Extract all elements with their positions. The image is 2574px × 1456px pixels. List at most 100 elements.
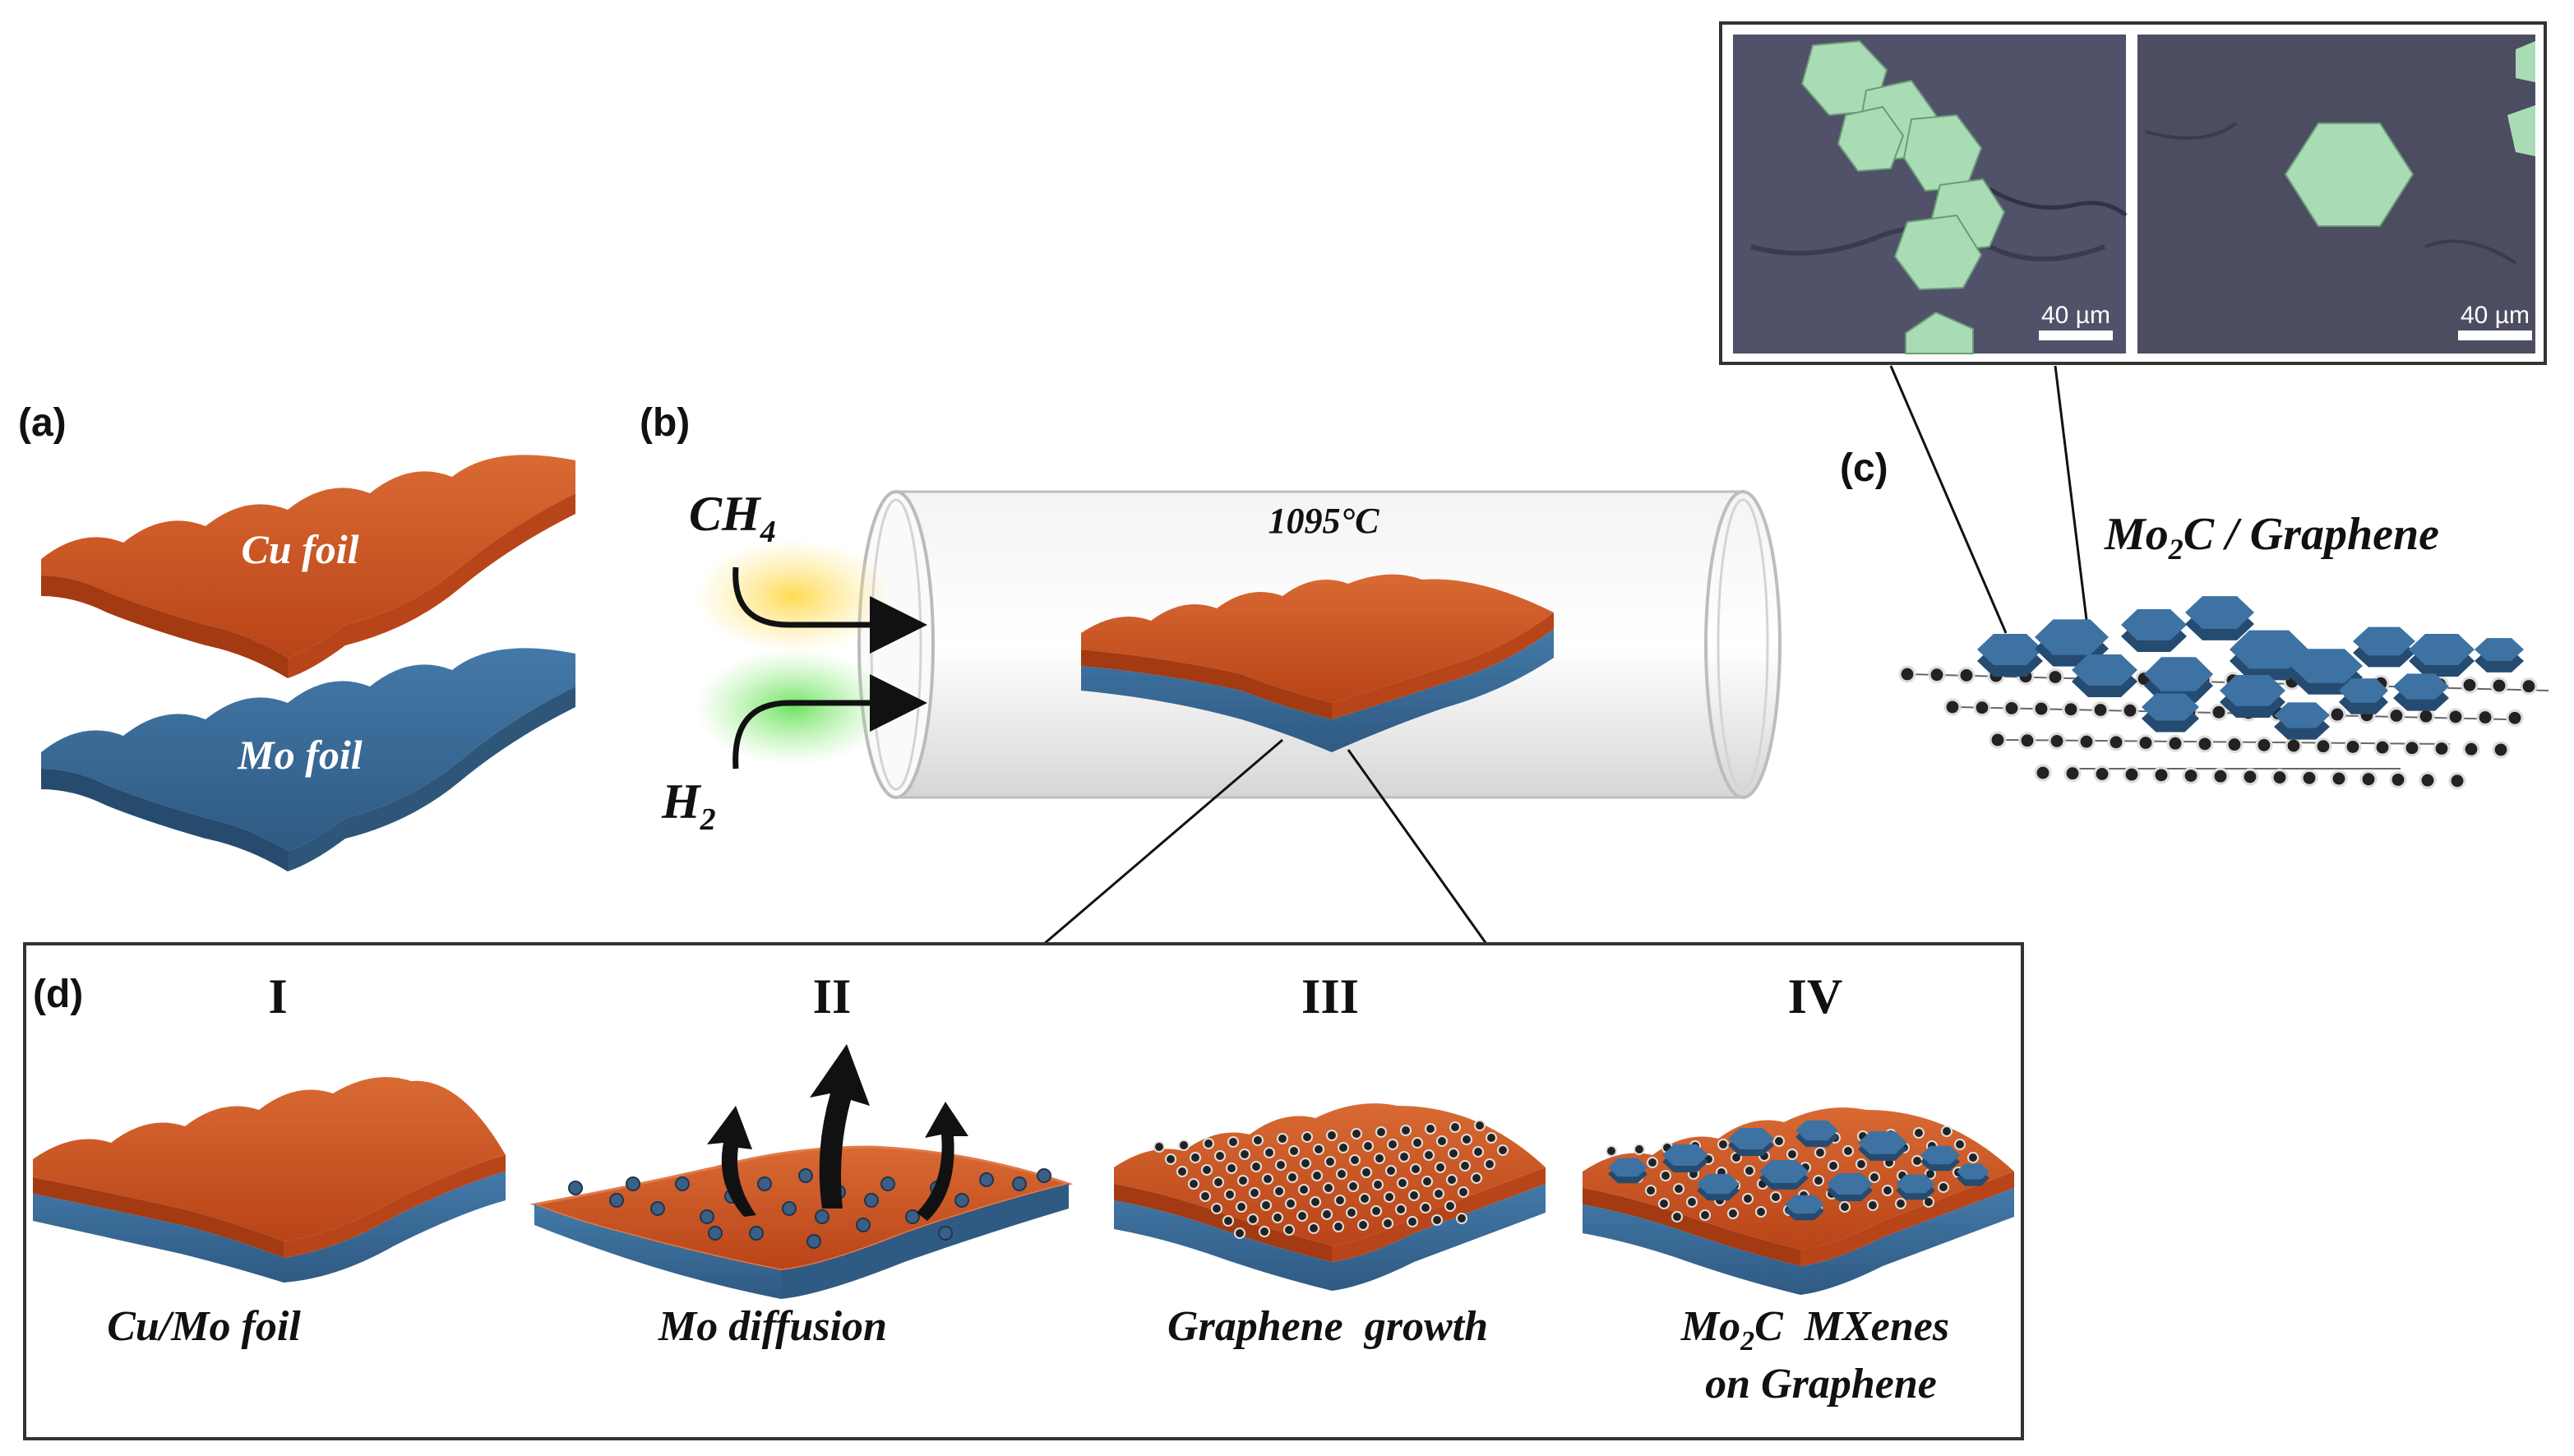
carbon-atom — [1447, 1147, 1460, 1160]
mo2c-flake — [1827, 1173, 1873, 1195]
mo2c-flake — [2339, 678, 2388, 703]
mo-atom — [864, 1193, 879, 1208]
ch4-arrow-icon — [732, 566, 927, 654]
carbon-atom — [2447, 708, 2465, 726]
carbon-atom — [1233, 1227, 1246, 1240]
carbon-atom — [2166, 734, 2184, 752]
carbon-atom — [1335, 1167, 1348, 1181]
carbon-atom — [2490, 677, 2508, 695]
carbon-atom — [1332, 1220, 1345, 1233]
carbon-atom — [1460, 1133, 1473, 1146]
mo-atom — [749, 1226, 764, 1241]
carbon-atom — [1827, 1159, 1840, 1172]
carbon-atom — [1325, 1129, 1338, 1142]
carbon-atom — [1235, 1200, 1248, 1213]
carbon-atom — [2152, 766, 2170, 784]
carbon-atom — [1855, 1158, 1868, 1171]
mo2c-flake — [2230, 630, 2308, 669]
carbon-atom — [1164, 1153, 1177, 1166]
mo-atom — [1012, 1176, 1027, 1191]
carbon-atom — [1246, 1213, 1259, 1226]
carbon-atom — [1383, 1190, 1396, 1204]
carbon-atom — [1286, 1171, 1299, 1184]
carbon-atom — [1310, 1169, 1324, 1182]
carbon-atom — [2077, 733, 2096, 751]
carbon-atom — [1698, 1209, 1712, 1222]
carbon-atom — [1421, 1175, 1434, 1188]
carbon-atom — [1842, 1144, 1855, 1158]
carbon-atom — [1386, 1138, 1399, 1151]
carbon-atom — [1657, 1197, 1671, 1210]
carbon-atom — [2389, 770, 2407, 788]
carbon-atom — [1432, 1187, 1445, 1200]
carbon-atom — [1430, 1213, 1444, 1227]
scale-bar-right — [2458, 330, 2532, 340]
carbon-atom — [1396, 1176, 1409, 1190]
mo-atoms — [568, 1168, 1051, 1249]
carbon-atom — [1455, 1212, 1468, 1225]
mo2c-flake — [2290, 649, 2363, 683]
carbon-atom — [1928, 666, 1946, 684]
carbon-atom — [2419, 771, 2437, 789]
mo2c-flake — [2185, 596, 2254, 629]
carbon-atom — [2461, 676, 2479, 694]
carbon-atom — [1177, 1139, 1190, 1152]
ch4-label: CH4 — [689, 487, 776, 549]
carbon-atom — [1911, 1154, 1924, 1167]
step-4-foil — [1583, 1107, 2014, 1295]
carbon-atom — [1449, 1121, 1462, 1134]
carbon-atom — [2492, 741, 2510, 759]
carbon-atom — [1296, 1209, 1309, 1223]
carbon-atom — [1406, 1215, 1419, 1228]
panel-b: (b) 1095°C CH4 H2 — [640, 401, 1781, 945]
carbon-atom — [2046, 668, 2064, 686]
carbon-atom — [2285, 737, 2303, 755]
mo2c-flake — [2121, 608, 2187, 641]
carbon-atom — [1470, 1172, 1483, 1185]
carbon-atom — [1422, 1149, 1435, 1162]
carbon-atom — [1297, 1183, 1310, 1196]
carbon-atom — [1812, 1174, 1825, 1187]
step-numeral-2: II — [813, 969, 852, 1024]
carbon-atom — [2048, 732, 2066, 750]
panel-a: (a) Cu foil Mo foil — [18, 401, 575, 871]
mo-atom — [880, 1176, 895, 1191]
carbon-atom — [1898, 665, 1916, 683]
carbon-atom — [2210, 703, 2228, 721]
mo2c-flake — [1920, 1145, 1960, 1165]
mo2c-flake — [1759, 1160, 1809, 1183]
mo-atom — [650, 1201, 665, 1216]
carbon-atom — [1213, 1149, 1227, 1162]
carbon-atom — [1176, 1165, 1189, 1178]
carbon-atom — [1238, 1148, 1251, 1161]
carbon-atom — [1866, 1199, 1879, 1212]
carbon-atom — [1381, 1217, 1394, 1230]
carbon-atom — [1940, 1125, 1953, 1138]
carbon-atom — [1445, 1173, 1458, 1186]
carbon-atom — [1212, 1176, 1225, 1189]
carbon-atom — [2403, 739, 2421, 757]
carbon-atom — [2003, 699, 2021, 717]
carbon-atom — [1786, 1148, 1799, 1161]
carbon-atom — [1358, 1192, 1371, 1205]
carbon-atom — [2520, 677, 2538, 696]
carbon-atom — [2018, 732, 2036, 750]
mo-atom — [700, 1209, 714, 1224]
carbon-atom — [2462, 740, 2480, 758]
carbon-atom — [1227, 1135, 1240, 1149]
carbon-atom — [1153, 1140, 1166, 1153]
mo-atom — [708, 1226, 723, 1241]
carbon-atom — [1384, 1164, 1398, 1177]
carbon-atom — [1717, 1138, 1730, 1151]
carbon-atom — [2387, 706, 2405, 725]
carbon-atom — [1419, 1201, 1432, 1214]
mo2c-flake — [2035, 619, 2109, 655]
step-3-foil — [1114, 1103, 1546, 1291]
mo2c-flake — [2475, 638, 2524, 661]
mo-atom — [798, 1168, 813, 1183]
carbon-atom — [2032, 700, 2050, 718]
cu-foil-label: Cu foil — [241, 526, 358, 572]
mo-atom — [905, 1209, 920, 1224]
panel-d-label: (d) — [33, 973, 83, 1016]
